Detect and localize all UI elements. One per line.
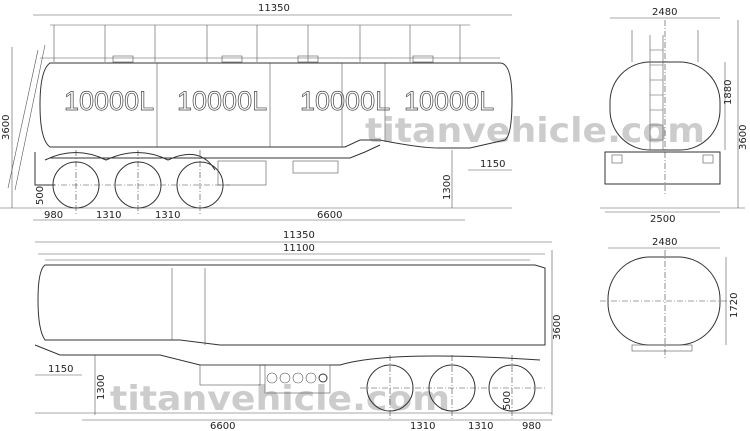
tank-body (37, 264, 546, 346)
dim-bottom: 1310 (468, 421, 493, 431)
side-view-top: 10000L 10000L 10000L 10000L 11350 3600 5… (0, 3, 513, 221)
watermark: titanvehicle.com (365, 111, 705, 151)
compartment-label: 10000L (64, 86, 154, 116)
dim-fifth-wheel-height: 1300 (96, 375, 107, 400)
dim-tank-width: 2480 (652, 7, 677, 18)
dim-wheel-height: 500 (35, 186, 46, 205)
dim-height: 3600 (552, 315, 563, 340)
dim-height: 3600 (1, 115, 12, 140)
compartment-label: 10000L (300, 86, 390, 116)
dim-bottom: 6600 (317, 210, 342, 221)
dim-bottom: 980 (44, 210, 63, 221)
dim-wheel-height: 500 (502, 391, 513, 410)
dim-tank-length: 11100 (283, 243, 315, 254)
dim-overall-width: 2500 (650, 214, 675, 225)
dim-tank-height: 1720 (729, 293, 740, 318)
dim-bottom: 1310 (410, 421, 435, 431)
dim-kingpin: 1150 (480, 159, 505, 170)
compartment-label: 10000L (177, 86, 267, 116)
rear-view: 2480 1880 3600 2500 (600, 7, 749, 225)
tank-body (39, 62, 513, 149)
dim-tank-height: 1880 (723, 80, 734, 105)
dim-bottom: 1310 (96, 210, 121, 221)
side-view-bottom: 11350 11100 3600 1150 1300 500 6600 1310… (34, 230, 563, 431)
dim-kingpin: 1150 (48, 364, 73, 375)
front-view: 2480 1720 (600, 237, 740, 360)
watermark: titanvehicle.com (110, 379, 450, 419)
dim-tank-width: 2480 (652, 237, 677, 248)
dim-fifth-wheel-height: 1300 (442, 175, 453, 200)
compartment-label: 10000L (404, 86, 494, 116)
railing-posts (53, 25, 461, 62)
dim-height: 3600 (738, 125, 749, 150)
dim-bottom: 6600 (210, 421, 235, 431)
dim-bottom: 980 (522, 421, 541, 431)
dim-overall-length: 11350 (283, 230, 315, 241)
dim-overall-length: 11350 (258, 3, 290, 14)
dim-bottom: 1310 (155, 210, 180, 221)
